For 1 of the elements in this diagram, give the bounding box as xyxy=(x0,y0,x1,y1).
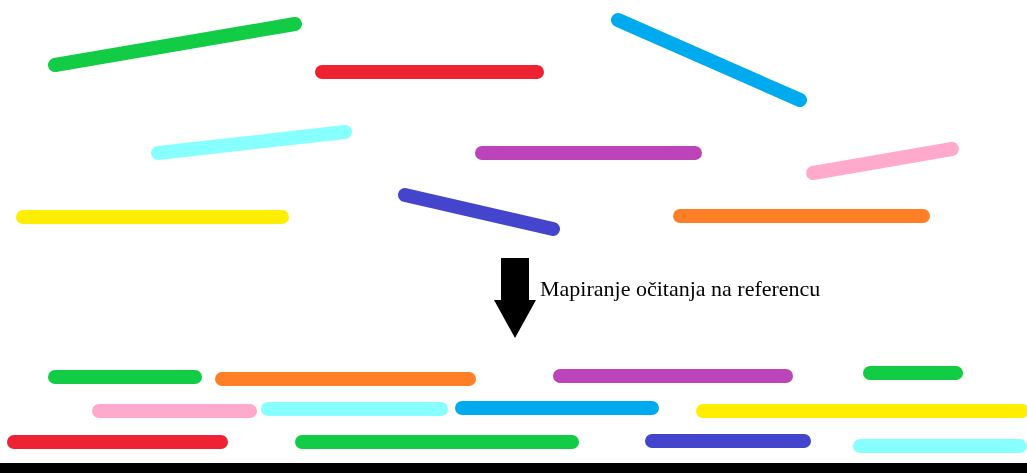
caption-text: Mapiranje očitanja na referencu xyxy=(540,276,821,302)
